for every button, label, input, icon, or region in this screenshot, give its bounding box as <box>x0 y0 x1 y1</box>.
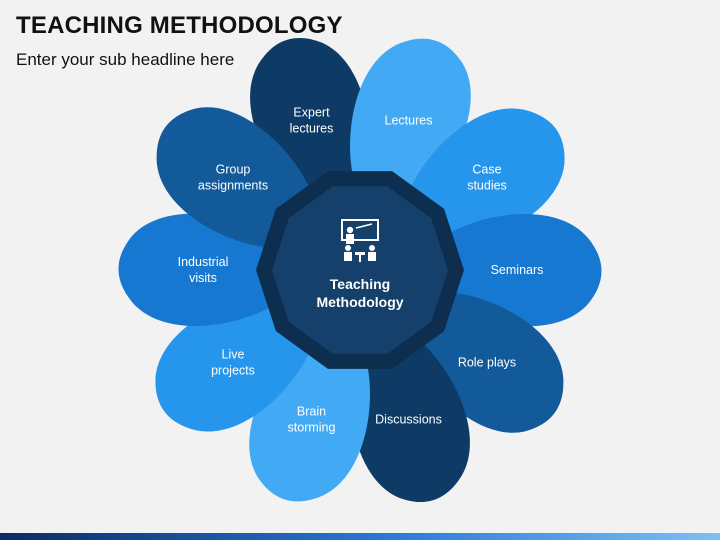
petal-discussions: Discussions <box>350 334 470 502</box>
center-label-line: Teaching <box>330 276 390 292</box>
petal-label-line: Discussions <box>375 412 442 426</box>
center-inner-fill <box>272 186 448 354</box>
page-subtitle: Enter your sub headline here <box>16 50 235 69</box>
petal-label-line: Expert <box>293 106 330 120</box>
petal-label-line: Seminars <box>491 263 544 277</box>
petal-label-line: Brain <box>297 404 326 418</box>
teacher-presentation-icon <box>341 219 379 262</box>
petal-label-line: projects <box>211 363 255 377</box>
petal-label-line: lectures <box>290 122 334 136</box>
petal-label-line: Case <box>472 163 501 177</box>
petal-label-line: studies <box>467 179 507 193</box>
page-title: TEACHING METHODOLOGY <box>16 12 343 39</box>
petal-label-line: Role plays <box>458 355 516 369</box>
petal-label-line: assignments <box>198 179 268 193</box>
petal-label-line: storming <box>288 420 336 434</box>
petal-label-line: Industrial <box>178 255 229 269</box>
petal-shape <box>350 334 470 502</box>
petal-label-line: Live <box>222 347 245 361</box>
petal-label-line: visits <box>189 271 217 285</box>
petal-label-line: Group <box>216 163 251 177</box>
footer-gradient-bar <box>0 533 720 540</box>
center-label-line: Methodology <box>316 294 403 310</box>
petal-label-line: Lectures <box>385 114 433 128</box>
